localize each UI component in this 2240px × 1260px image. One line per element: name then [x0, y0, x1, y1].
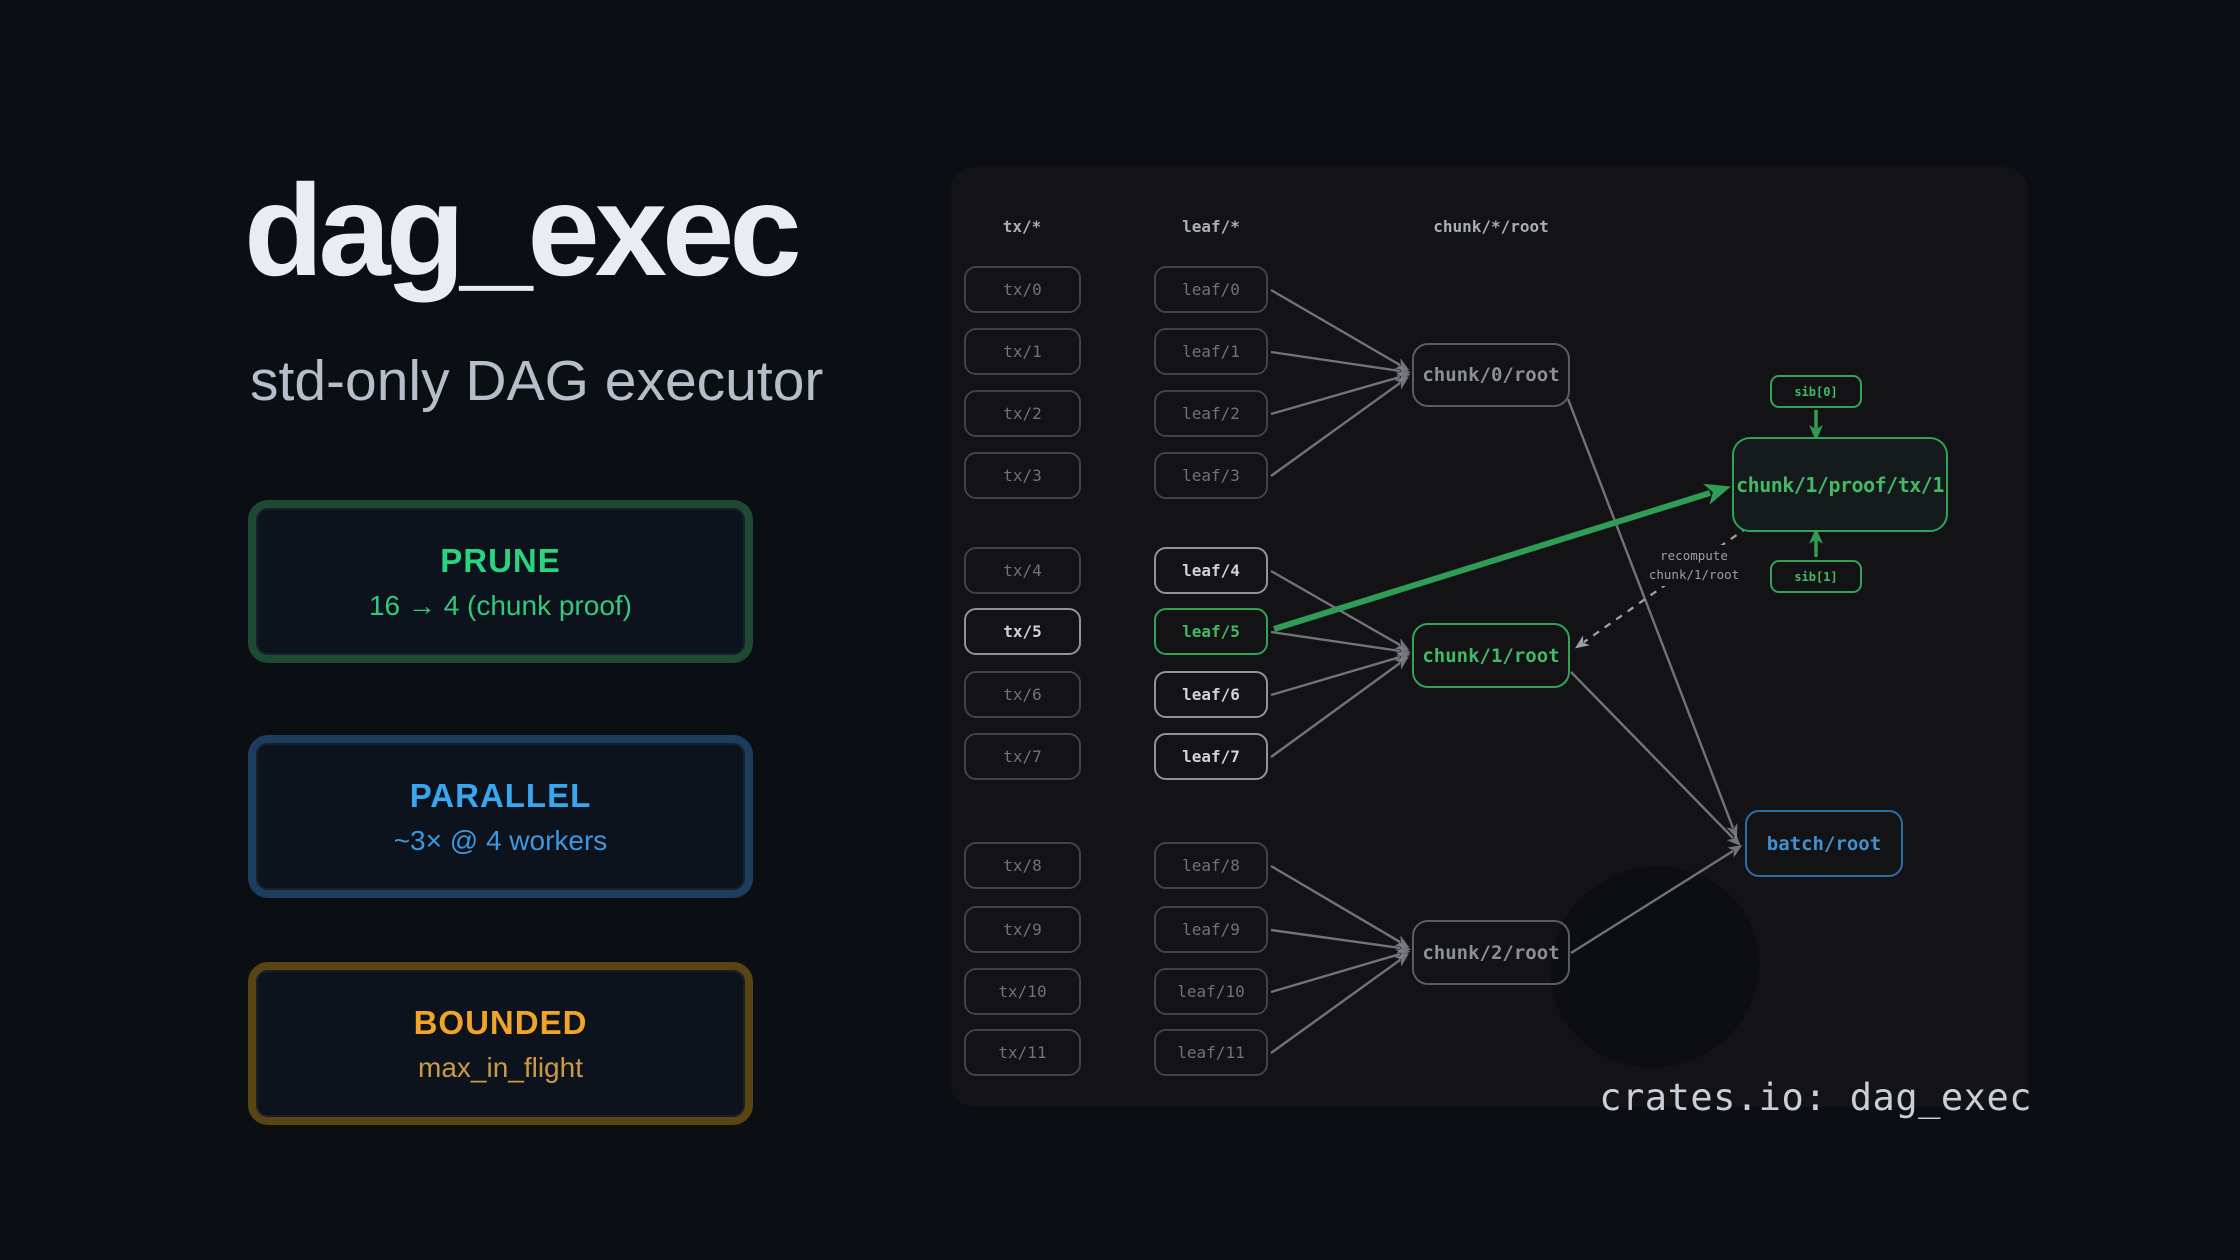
recompute-annotation: recompute chunk/1/root [1644, 545, 1744, 586]
badge-parallel: PARALLEL ~3× @ 4 workers [248, 735, 753, 898]
node-leaf3: leaf/3 [1154, 452, 1268, 499]
node-leaf7: leaf/7 [1154, 733, 1268, 780]
node-leaf0: leaf/0 [1154, 266, 1268, 313]
node-batch: batch/root [1745, 810, 1903, 877]
node-chunk0: chunk/0/root [1412, 343, 1570, 407]
node-tx11: tx/11 [964, 1029, 1081, 1076]
node-tx2: tx/2 [964, 390, 1081, 437]
crate-subtitle: std-only DAG executor [250, 349, 824, 413]
edge [1270, 630, 1411, 657]
edge [1270, 372, 1411, 416]
edge [1270, 928, 1411, 954]
badge-parallel-title: PARALLEL [409, 776, 592, 814]
edge [1270, 656, 1409, 758]
badge-bounded-title: BOUNDED [413, 1003, 588, 1041]
node-chunk2: chunk/2/root [1412, 920, 1570, 985]
badge-prune-title: PRUNE [440, 541, 561, 579]
dag-diagram-panel: tx/* leaf/* chunk/*/root recompute chunk… [950, 167, 2028, 1107]
column-header-leaf: leaf/* [1182, 217, 1240, 236]
crates-io-link: crates.io: dag_exec [1599, 1076, 2032, 1119]
edge [1270, 953, 1409, 1054]
node-leaf4: leaf/4 [1154, 547, 1268, 594]
node-leaf2: leaf/2 [1154, 390, 1268, 437]
node-tx5: tx/5 [964, 608, 1081, 655]
node-tx3: tx/3 [964, 452, 1081, 499]
node-leaf5: leaf/5 [1154, 608, 1268, 655]
edge [1270, 288, 1410, 371]
node-leaf11: leaf/11 [1154, 1029, 1268, 1076]
edge [1270, 864, 1410, 948]
node-leaf6: leaf/6 [1154, 671, 1268, 718]
node-tx7: tx/7 [964, 733, 1081, 780]
node-chunk1: chunk/1/root [1412, 623, 1570, 688]
node-tx9: tx/9 [964, 906, 1081, 953]
badge-bounded-subtitle: max_in_flight [418, 1051, 583, 1083]
node-leaf9: leaf/9 [1154, 906, 1268, 953]
node-tx1: tx/1 [964, 328, 1081, 375]
crate-title: dag_exec [244, 157, 802, 303]
edge [1270, 376, 1409, 477]
badge-prune: PRUNE 16 → 4 (chunk proof) [248, 500, 753, 663]
badge-prune-subtitle: 16 → 4 (chunk proof) [368, 589, 633, 621]
node-leaf8: leaf/8 [1154, 842, 1268, 889]
node-sib0: sib[0] [1770, 375, 1862, 408]
node-proof: chunk/1/proof/tx/1 [1732, 437, 1948, 532]
edge [1270, 652, 1411, 697]
edge [1566, 398, 1738, 839]
node-tx6: tx/6 [964, 671, 1081, 718]
node-tx0: tx/0 [964, 266, 1081, 313]
node-tx4: tx/4 [964, 547, 1081, 594]
edge [1570, 845, 1743, 955]
node-sib1: sib[1] [1770, 560, 1862, 593]
node-leaf1: leaf/1 [1154, 328, 1268, 375]
edge [1270, 949, 1411, 994]
node-leaf10: leaf/10 [1154, 968, 1268, 1015]
node-tx10: tx/10 [964, 968, 1081, 1015]
column-header-tx: tx/* [1002, 217, 1042, 236]
recompute-annotation-line2: chunk/1/root [1648, 567, 1740, 583]
badge-parallel-subtitle: ~3× @ 4 workers [393, 824, 608, 856]
node-tx8: tx/8 [964, 842, 1081, 889]
edge [1570, 671, 1741, 846]
edge [1270, 350, 1411, 377]
recompute-annotation-line1: recompute [1660, 548, 1728, 563]
edge [1273, 483, 1732, 632]
badge-bounded: BOUNDED max_in_flight [248, 962, 753, 1125]
column-header-chunk: chunk/*/root [1433, 217, 1549, 236]
